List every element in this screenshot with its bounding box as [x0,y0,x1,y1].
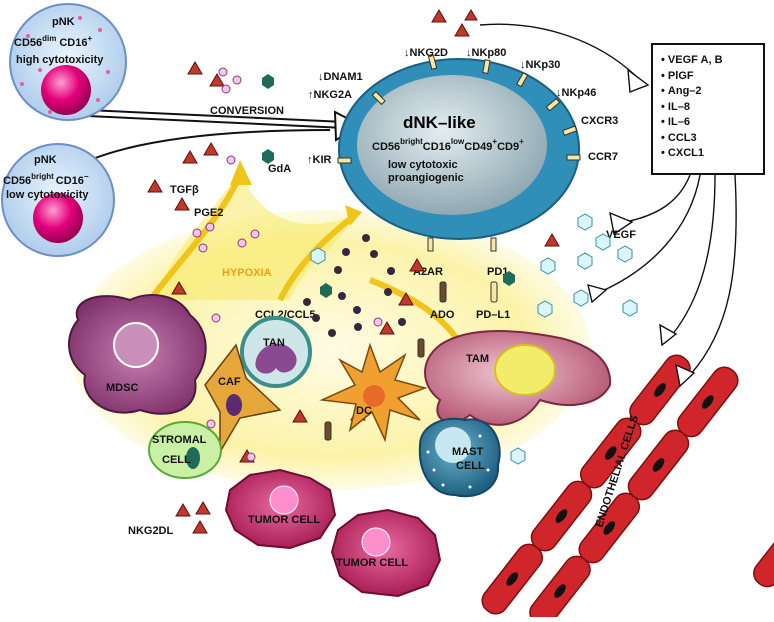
arrow-heads [587,68,696,388]
tumor-cell-1-label: TUMOR CELL [248,514,320,526]
pnk-top-title: pNK [52,16,75,28]
receptor-cxcr3: CXCR3 [581,115,618,127]
ado-molecule [439,281,447,303]
ado-label: ADO [430,309,455,321]
factor-item: IL–6 [661,115,757,131]
proangiogenic-factors-box: VEGF A, B PlGF Ang–2 IL–8 IL–6 CCL3 CXCL… [651,43,765,175]
conversion-label: CONVERSION [210,105,284,117]
pdl1-molecule [490,281,498,303]
receptor-nkp46: ↓NKp46 [556,87,596,99]
receptor-nkg2d: ↓NKG2D [404,47,448,59]
factors-list: VEGF A, B PlGF Ang–2 IL–8 IL–6 CCL3 CXCL… [661,53,757,162]
stromal-label-2: CELL [162,454,191,466]
mast-cell [418,417,501,498]
vegf-label: VEGF [606,229,636,241]
factor-item: Ang–2 [661,84,757,100]
conversion-arrow [87,109,363,161]
tan-cell [240,316,312,388]
ado-rods [324,338,425,441]
dnk-desc-2: proangiogenic [388,172,464,184]
endothelial-vessels [481,354,774,622]
dnk-title: dNK–like [403,113,476,132]
tan-label: TAN [263,337,285,349]
pnk-bottom-title: pNK [34,154,57,166]
dark-dot-molecules [303,234,406,337]
receptor-nkg2a: ↑NKG2A [308,89,352,101]
caf-cell [204,343,282,455]
factor-item: PlGF [661,69,757,85]
pnk-top-cell [9,3,127,121]
tam-label: TAM [466,353,489,365]
dnk-markers: CD56brightCD16lowCD49+CD9+ [372,137,524,153]
receptor-ccr7: CCR7 [588,151,618,163]
hypoxia-label: HYPOXIA [222,267,272,279]
factor-item: CXCL1 [661,146,757,162]
cyan-hexagons [310,213,638,465]
stromal-label-1: STROMAL [152,434,207,446]
dc-label: DC [356,405,372,417]
pnk-bottom-cell [1,143,115,257]
mast-label-1: MAST [452,446,483,458]
pnk-top-desc: high cytotoxicity [16,54,104,66]
nkg2dl-label: NKG2DL [128,525,174,537]
tam-cell [424,330,612,426]
receptor-nkp30: ↓NKp30 [520,59,560,71]
caf-label: CAF [218,376,241,388]
gda-label: GdA [268,163,291,175]
pge2-label: PGE2 [194,207,223,219]
receptor-nkp80: ↓NKp80 [466,47,506,59]
receptor-kir: ↑KIR [307,154,332,166]
mast-label-2: CELL [456,460,485,472]
tumor-cell-2-label: TUMOR CELL [336,557,408,569]
tumor-cell-2 [330,508,442,598]
factor-item: IL–8 [661,100,757,116]
factor-item: CCL3 [661,131,757,147]
mdsc-cell [67,294,207,415]
dnk-cell [337,54,581,252]
tgfb-label: TGFβ [170,184,199,196]
factor-item: VEGF A, B [661,53,757,69]
secretion-arrows [479,23,737,376]
tumor-cell-1 [224,468,337,550]
dc-cell [319,342,428,443]
pdl1-label: PD–L1 [476,309,510,321]
stromal-cell [148,421,222,479]
receptor-dnam1: ↓DNAM1 [318,71,363,83]
dnk-desc-1: low cytotoxic [388,159,458,171]
mdsc-label: MDSC [106,382,138,394]
triangle-molecules [147,9,560,534]
pnk-bottom-desc: low cytotoxicity [6,189,89,201]
